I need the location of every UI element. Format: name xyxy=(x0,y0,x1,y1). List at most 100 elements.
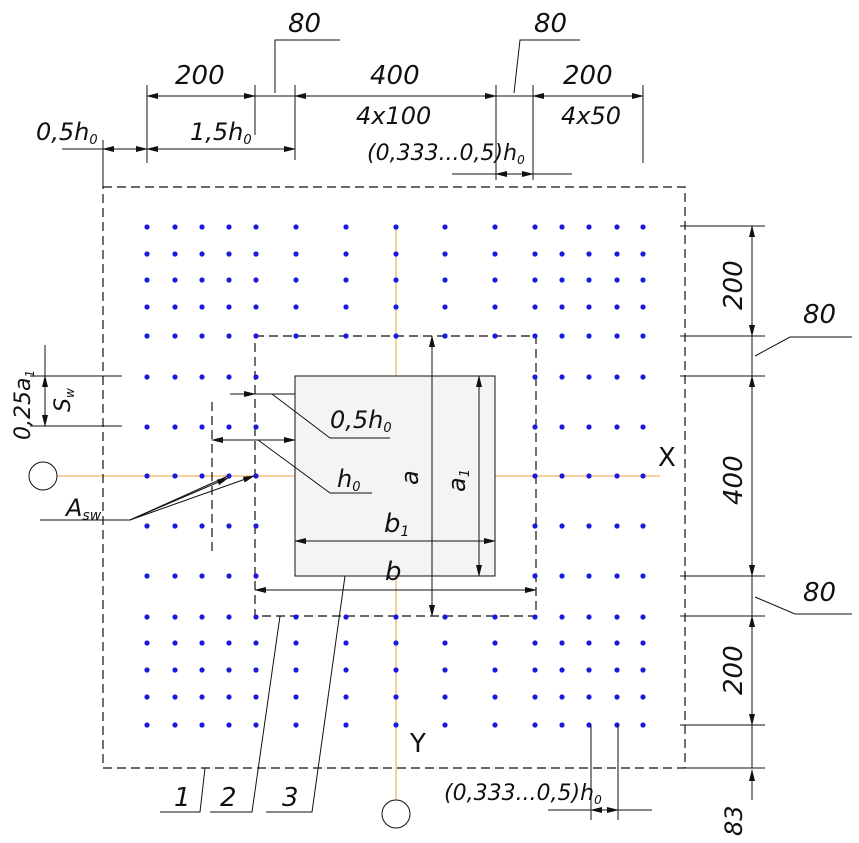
reinforcement-bar-dot xyxy=(172,304,178,310)
reinforcement-bar-dot xyxy=(559,722,565,728)
reinforcement-bar-dot xyxy=(293,224,299,230)
reinforcement-bar-dot xyxy=(559,304,565,310)
reinforcement-bar-dot xyxy=(172,614,178,620)
reinforcement-bar-dot xyxy=(442,251,448,257)
reinforcement-bar-dot xyxy=(614,333,620,339)
reinforcement-bar-dot xyxy=(226,224,232,230)
reinforcement-bar-dot xyxy=(144,374,150,380)
reinforcement-bar-dot xyxy=(614,251,620,257)
reinforcement-bar-dot xyxy=(442,722,448,728)
reinforcement-bar-dot xyxy=(559,573,565,579)
reinforcement-bar-dot xyxy=(393,694,399,700)
reinforcement-bar-dot xyxy=(393,333,399,339)
reinforcement-bar-dot xyxy=(253,614,259,620)
reinforcement-bar-dot xyxy=(492,333,498,339)
reinforcement-bar-dot xyxy=(253,251,259,257)
label-15h0: 1,5h0 xyxy=(190,118,252,148)
reinforcement-bar-dot xyxy=(559,251,565,257)
callout-3: 3 xyxy=(282,783,299,813)
reinforcement-bar-dot xyxy=(442,694,448,700)
reinforcement-bar-dot xyxy=(172,667,178,673)
reinforcement-bar-dot xyxy=(253,473,259,479)
reinforcement-bar-dot xyxy=(144,722,150,728)
reinforcement-bar-dot xyxy=(559,424,565,430)
reinforcement-bar-dot xyxy=(172,251,178,257)
reinforcement-bar-dot xyxy=(226,667,232,673)
svg-text:h0: h0 xyxy=(337,465,361,495)
reinforcement-bar-dot xyxy=(343,614,349,620)
reinforcement-bar-dot xyxy=(144,473,150,479)
reinforcement-bar-dot xyxy=(614,722,620,728)
reinforcement-bar-dot xyxy=(226,614,232,620)
reinforcement-bar-dot xyxy=(442,640,448,646)
reinforcement-bar-dot xyxy=(442,277,448,283)
reinforcement-bar-dot xyxy=(393,640,399,646)
reinforcement-bar-dot xyxy=(343,304,349,310)
reinforcement-bar-dot xyxy=(586,573,592,579)
reinforcement-bar-dot xyxy=(614,473,620,479)
reinforcement-bar-dot xyxy=(199,374,205,380)
reinforcement-bar-dot xyxy=(293,304,299,310)
reinforcement-bar-dot xyxy=(442,333,448,339)
reinforcement-bar-dot xyxy=(559,224,565,230)
svg-text:(0,333...0,5)h0: (0,333...0,5)h0 xyxy=(444,781,602,807)
svg-text:1,5h0: 1,5h0 xyxy=(190,118,252,148)
reinforcement-bar-dot xyxy=(144,640,150,646)
label-axis-x: X xyxy=(658,443,676,473)
reinforcement-bar-dot xyxy=(199,722,205,728)
reinforcement-bar-dot xyxy=(144,573,150,579)
reinforcement-bar-dot xyxy=(253,640,259,646)
reinforcement-bar-dot xyxy=(586,722,592,728)
label-b: b xyxy=(385,557,402,587)
reinforcement-bar-dot xyxy=(492,224,498,230)
reinforcement-bar-dot xyxy=(586,694,592,700)
reinforcement-bar-dot xyxy=(640,694,646,700)
reinforcement-bar-dot xyxy=(532,473,538,479)
reinforcement-bar-dot xyxy=(640,473,646,479)
label-asw: Asw xyxy=(64,494,102,524)
reinforcement-bar-dot xyxy=(144,424,150,430)
reinforcement-bar-dot xyxy=(293,667,299,673)
reinforcement-bar-dot xyxy=(343,333,349,339)
label-h0: h0 xyxy=(337,465,361,495)
reinforcement-bar-dot xyxy=(226,694,232,700)
reinforcement-bar-dot xyxy=(393,304,399,310)
reinforcement-bar-dot xyxy=(199,473,205,479)
reinforcement-bar-dot xyxy=(559,614,565,620)
reinforcement-bar-dot xyxy=(393,277,399,283)
reinforcement-bar-dot xyxy=(172,640,178,646)
reinforcement-bar-dot xyxy=(253,277,259,283)
reinforcement-bar-dot xyxy=(253,304,259,310)
reinforcement-bar-dot xyxy=(226,424,232,430)
reinforcement-bar-dot xyxy=(640,640,646,646)
reinforcement-bar-dot xyxy=(614,424,620,430)
reinforcement-bar-dot xyxy=(293,722,299,728)
reinforcement-bar-dot xyxy=(172,333,178,339)
reinforcement-bar-dot xyxy=(172,722,178,728)
reinforcement-bar-dot xyxy=(614,277,620,283)
reinforcement-bar-dot xyxy=(393,667,399,673)
reinforcement-bar-dot xyxy=(532,251,538,257)
reinforcement-bar-dot xyxy=(253,523,259,529)
reinforcement-bar-dot xyxy=(492,251,498,257)
reinforcement-bar-dot xyxy=(343,667,349,673)
reinforcement-bar-dot xyxy=(343,251,349,257)
reinforcement-bar-dot xyxy=(226,722,232,728)
label-200-top-left: 200 xyxy=(175,61,225,91)
reinforcement-bar-dot xyxy=(253,694,259,700)
reinforcement-bar-dot xyxy=(492,304,498,310)
reinforcement-bar-dot xyxy=(586,424,592,430)
reinforcement-bar-dot xyxy=(559,667,565,673)
label-80-right-bottom: 80 xyxy=(803,578,836,608)
reinforcement-bar-dot xyxy=(144,667,150,673)
label-05h0-top: 0,5h0 xyxy=(36,118,98,148)
label-05h0-mid: 0,5h0 xyxy=(330,406,392,436)
svg-text:Sw: Sw xyxy=(51,388,77,412)
reinforcement-bar-dot xyxy=(199,667,205,673)
callout-2: 2 xyxy=(220,783,237,813)
reinforcement-bar-dot xyxy=(532,640,538,646)
label-sw: Sw xyxy=(51,388,77,412)
reinforcement-bar-dot xyxy=(293,694,299,700)
asw-leader-1 xyxy=(129,477,229,521)
reinforcement-bar-dot xyxy=(586,277,592,283)
